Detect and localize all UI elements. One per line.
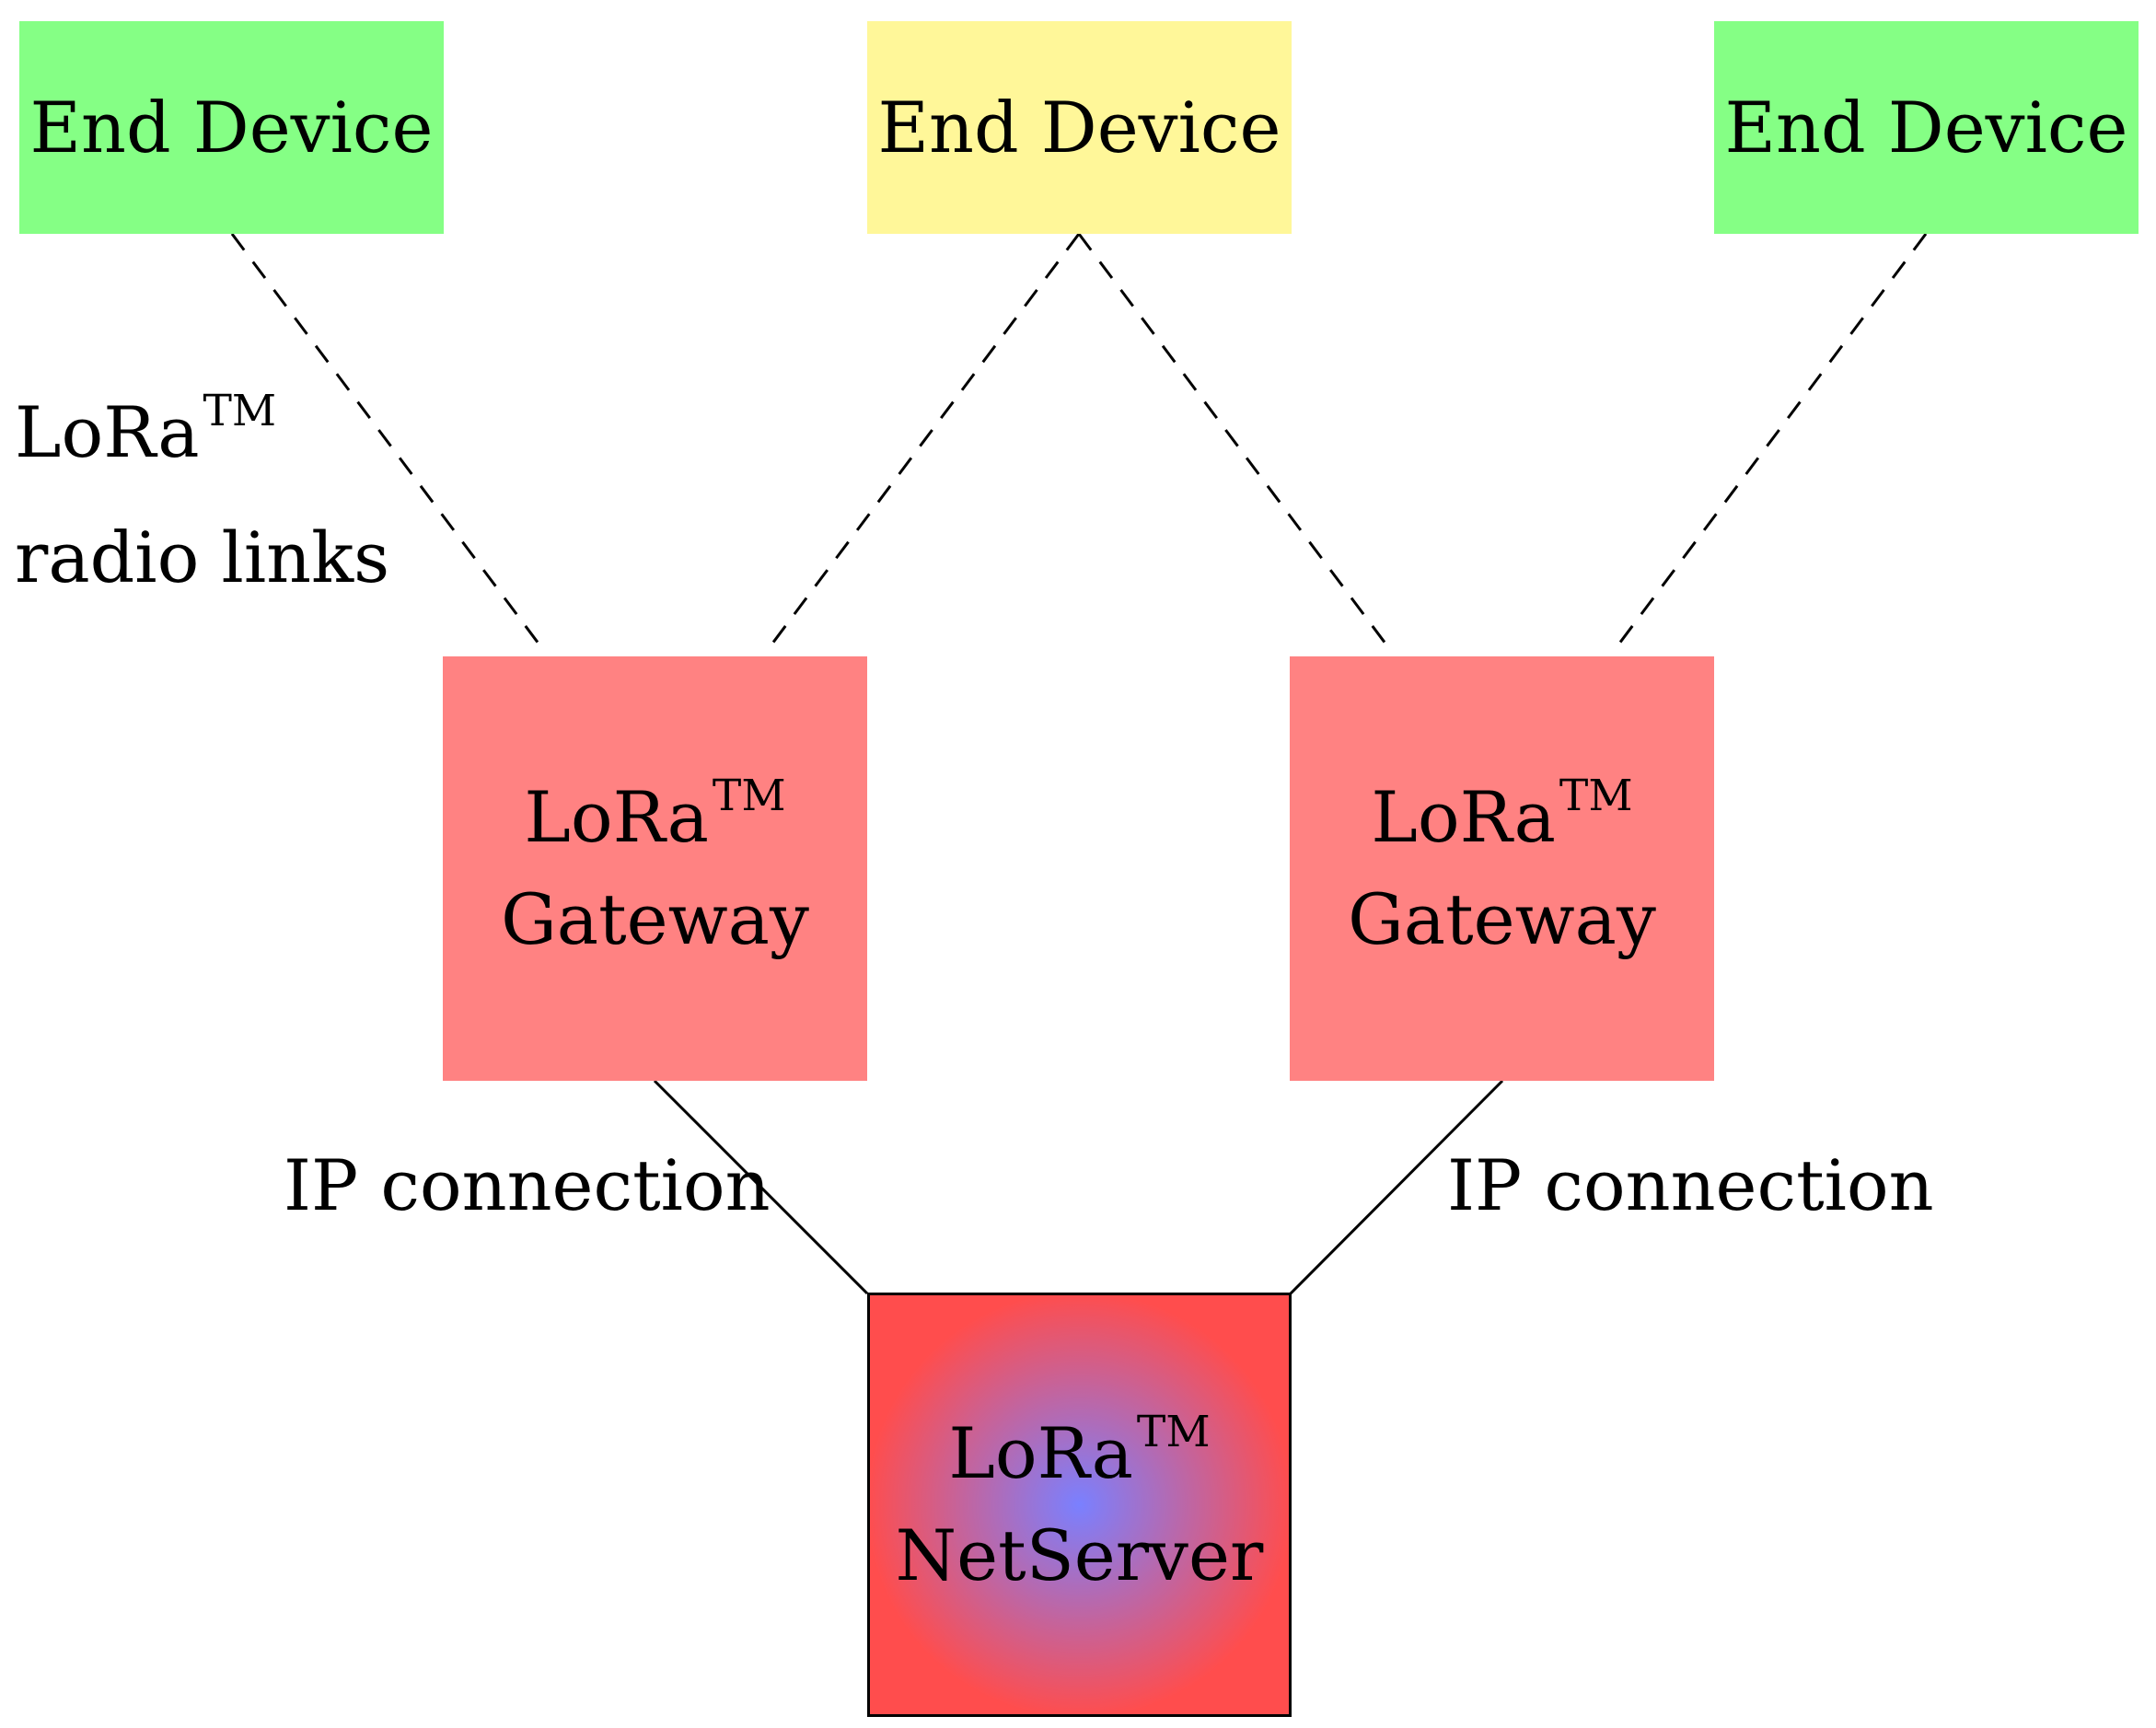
gateway-2-brand: LoRa — [1371, 776, 1556, 859]
ip-link-gw2-netserver — [1289, 1079, 1504, 1295]
radio-link-ed1-gw1 — [230, 233, 543, 648]
radio-links-text: radio links — [15, 516, 390, 598]
netserver-trademark: TM — [1136, 1407, 1211, 1458]
gateway-1-brand: LoRa — [524, 776, 709, 859]
gateway-1: LoRaTM Gateway — [443, 656, 867, 1081]
radio-links-label: LoRaTM radio links — [15, 370, 389, 620]
end-device-3: End Device — [1714, 21, 2139, 234]
radio-link-ed2-gw1 — [768, 233, 1081, 648]
gateway-1-trademark: TM — [712, 771, 786, 822]
radio-link-ed3-gw2 — [1615, 233, 1928, 648]
end-device-3-label: End Device — [1724, 87, 2128, 168]
end-device-2: End Device — [867, 21, 1292, 234]
gateway-2-trademark: TM — [1559, 771, 1633, 822]
gateway-1-label: Gateway — [501, 877, 809, 960]
radio-links-brand: LoRa — [15, 391, 200, 473]
ip-connection-label-2: IP connection — [1447, 1144, 1934, 1226]
gateway-2: LoRaTM Gateway — [1290, 656, 1714, 1081]
gateway-2-label: Gateway — [1348, 877, 1656, 960]
ip-link-gw1-netserver — [653, 1079, 869, 1295]
radio-links-trademark: TM — [203, 386, 277, 437]
radio-links-brand-line: LoRaTM — [15, 370, 389, 495]
netserver: LoRaTM NetServer — [867, 1293, 1292, 1717]
netserver-brand: LoRa — [948, 1412, 1133, 1495]
gateway-2-brand-line: LoRaTM — [1371, 767, 1632, 868]
ip-connection-label-1: IP connection — [284, 1144, 771, 1226]
netserver-brand-line: LoRaTM — [948, 1403, 1210, 1504]
end-device-1: End Device — [19, 21, 444, 234]
radio-link-ed2-gw2 — [1077, 233, 1390, 648]
gateway-1-brand-line: LoRaTM — [524, 767, 785, 868]
ip-links — [653, 1079, 1504, 1295]
end-device-2-label: End Device — [877, 87, 1281, 168]
netserver-label: NetServer — [895, 1513, 1264, 1596]
radio-links — [230, 233, 1928, 648]
end-device-1-label: End Device — [29, 87, 434, 168]
